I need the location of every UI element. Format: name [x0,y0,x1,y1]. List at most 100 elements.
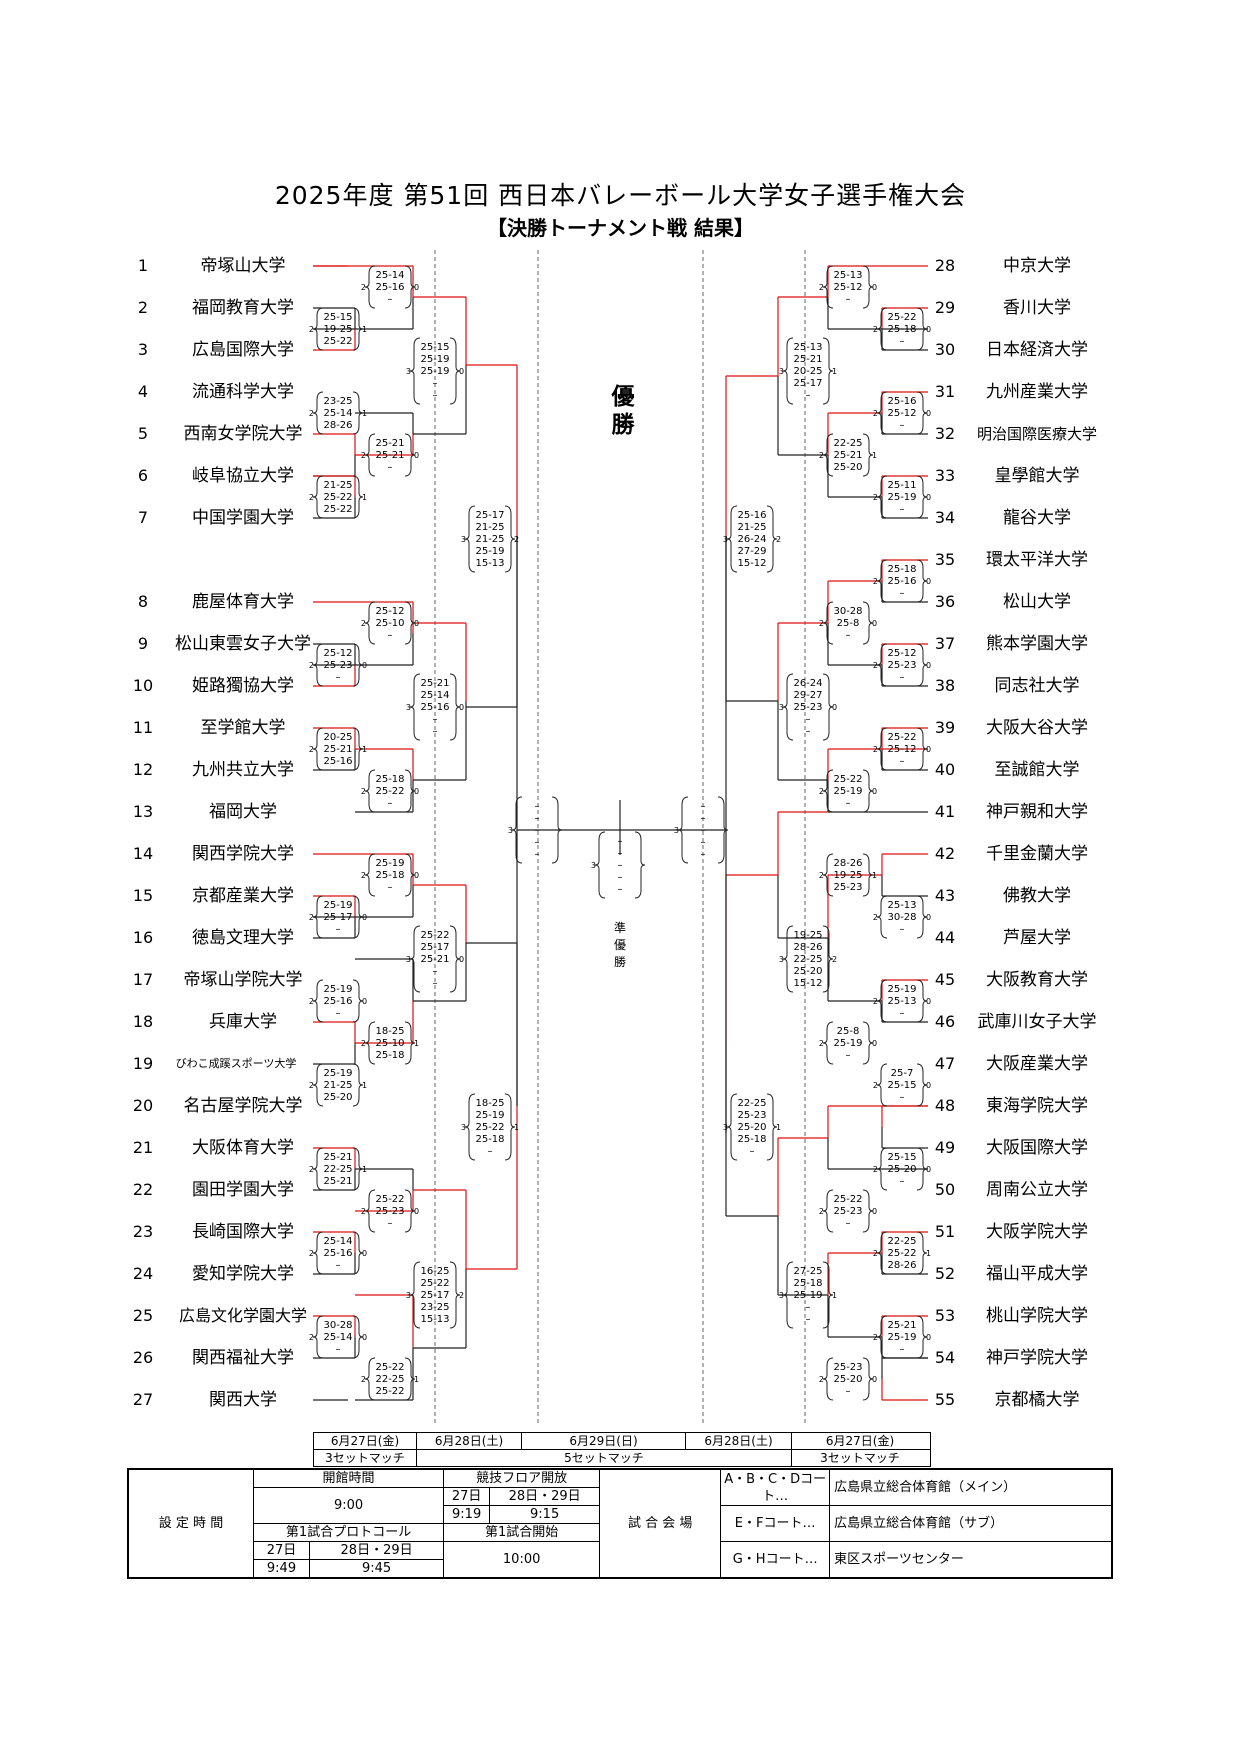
score-text: 1 [514,1123,519,1132]
score-text: 2 [873,325,878,334]
team-name: 皇學館大学 [994,466,1080,486]
team-name: 至誠館大学 [994,760,1080,780]
team-number: 50 [934,1180,956,1199]
score-text: 0 [872,787,877,796]
score-text: 3 [406,703,411,712]
score-text: 0 [362,913,367,922]
floor-day: 28日・29日 [489,1487,601,1506]
score-text: 25-22 [375,1386,404,1397]
score-bracket [404,265,416,309]
team-number: 8 [137,592,149,611]
score-text: 1 [832,367,837,376]
score-bracket [352,643,364,687]
score-text: 3 [779,703,784,712]
score-bracket [352,979,364,1023]
score-text: 25-22 [887,312,916,323]
team-number: 30 [934,340,956,359]
date-cell: 6月27日(金) [825,1434,895,1448]
score-text: 25-22 [323,504,352,515]
score-text: 2 [873,997,878,1006]
score-bracket [876,979,888,1023]
score-text: 2 [309,1165,314,1174]
score-text: – [900,336,905,347]
team-name: びわこ成蹊スポーツ大学 [175,1057,297,1070]
score-text: 25-16 [887,576,916,587]
score-text: 1 [872,451,877,460]
team-name: 福岡教育大学 [192,298,294,318]
score-text: 2 [361,451,366,460]
score-text: 25-14 [323,1236,352,1247]
score-text: 2 [361,1039,366,1048]
score-text: 25-12 [887,648,916,659]
team-name: 関西大学 [209,1390,277,1410]
score-bracket [766,1093,778,1161]
score-text: 28-26 [833,858,862,869]
score-text: – [535,813,540,824]
score-bracket [862,433,874,477]
score-bracket [916,559,928,603]
score-bracket [782,925,794,993]
team-name: 関西学院大学 [192,844,294,864]
team-name: 愛知学院大学 [192,1264,294,1284]
team-name: 武庫川女子大学 [977,1012,1097,1032]
score-text: 25-20 [737,1122,766,1133]
score-text: 3 [779,367,784,376]
score-text: – [388,798,393,809]
score-text: 1 [414,1039,419,1048]
score-text: 0 [362,661,367,670]
score-text: 0 [832,703,837,712]
floor-time: 9:19 [443,1505,491,1524]
score-text: 25-23 [833,882,862,893]
score-text: 25-23 [887,660,916,671]
date-cell: 6月29日(日) [522,1433,686,1449]
score-text: – [388,1218,393,1229]
score-text: 2 [361,1375,366,1384]
team-number: 35 [934,550,956,569]
score-text: 0 [872,1039,877,1048]
score-bracket [594,831,606,899]
floor-label: 競技フロア開放 [443,1468,601,1488]
score-bracket [404,433,416,477]
team-name: 西南女学院大学 [183,424,303,444]
team-number: 26 [132,1348,154,1367]
score-text: 2 [819,283,824,292]
date-cell: 6月28日(土) [417,1433,522,1449]
team-number: 23 [132,1222,154,1241]
team-number: 13 [132,802,154,821]
score-text: – [846,1218,851,1229]
team-name: 周南公立大学 [986,1180,1088,1200]
team-name: 大阪産業大学 [986,1054,1088,1074]
score-text: 25-17 [420,1290,449,1301]
score-text: 1 [832,1291,837,1300]
score-bracket [352,475,364,519]
score-text: 25-21 [793,354,822,365]
score-bracket [464,505,476,573]
date-cell: 6月27日(金) [314,1433,417,1449]
date-cell: 6月28日(土) [686,1433,792,1449]
score-text: – [618,860,623,871]
score-text: 0 [926,577,931,586]
score-text: 25-23 [833,1362,862,1373]
score-bracket [449,925,461,993]
score-text: 2 [873,913,878,922]
score-text: 25-22 [887,1248,916,1259]
team-name: 熊本学園大学 [986,634,1088,654]
score-text: 25-22 [323,492,352,503]
runner-up-label: 準優勝 [613,921,626,969]
score-text: – [535,837,540,848]
start-label: 第1試合開始 [443,1523,601,1542]
team-name: 園田学園大学 [192,1180,294,1200]
score-text: – [336,672,341,683]
score-text: – [900,1176,905,1187]
score-bracket [916,1231,928,1275]
team-number: 1 [137,256,149,275]
